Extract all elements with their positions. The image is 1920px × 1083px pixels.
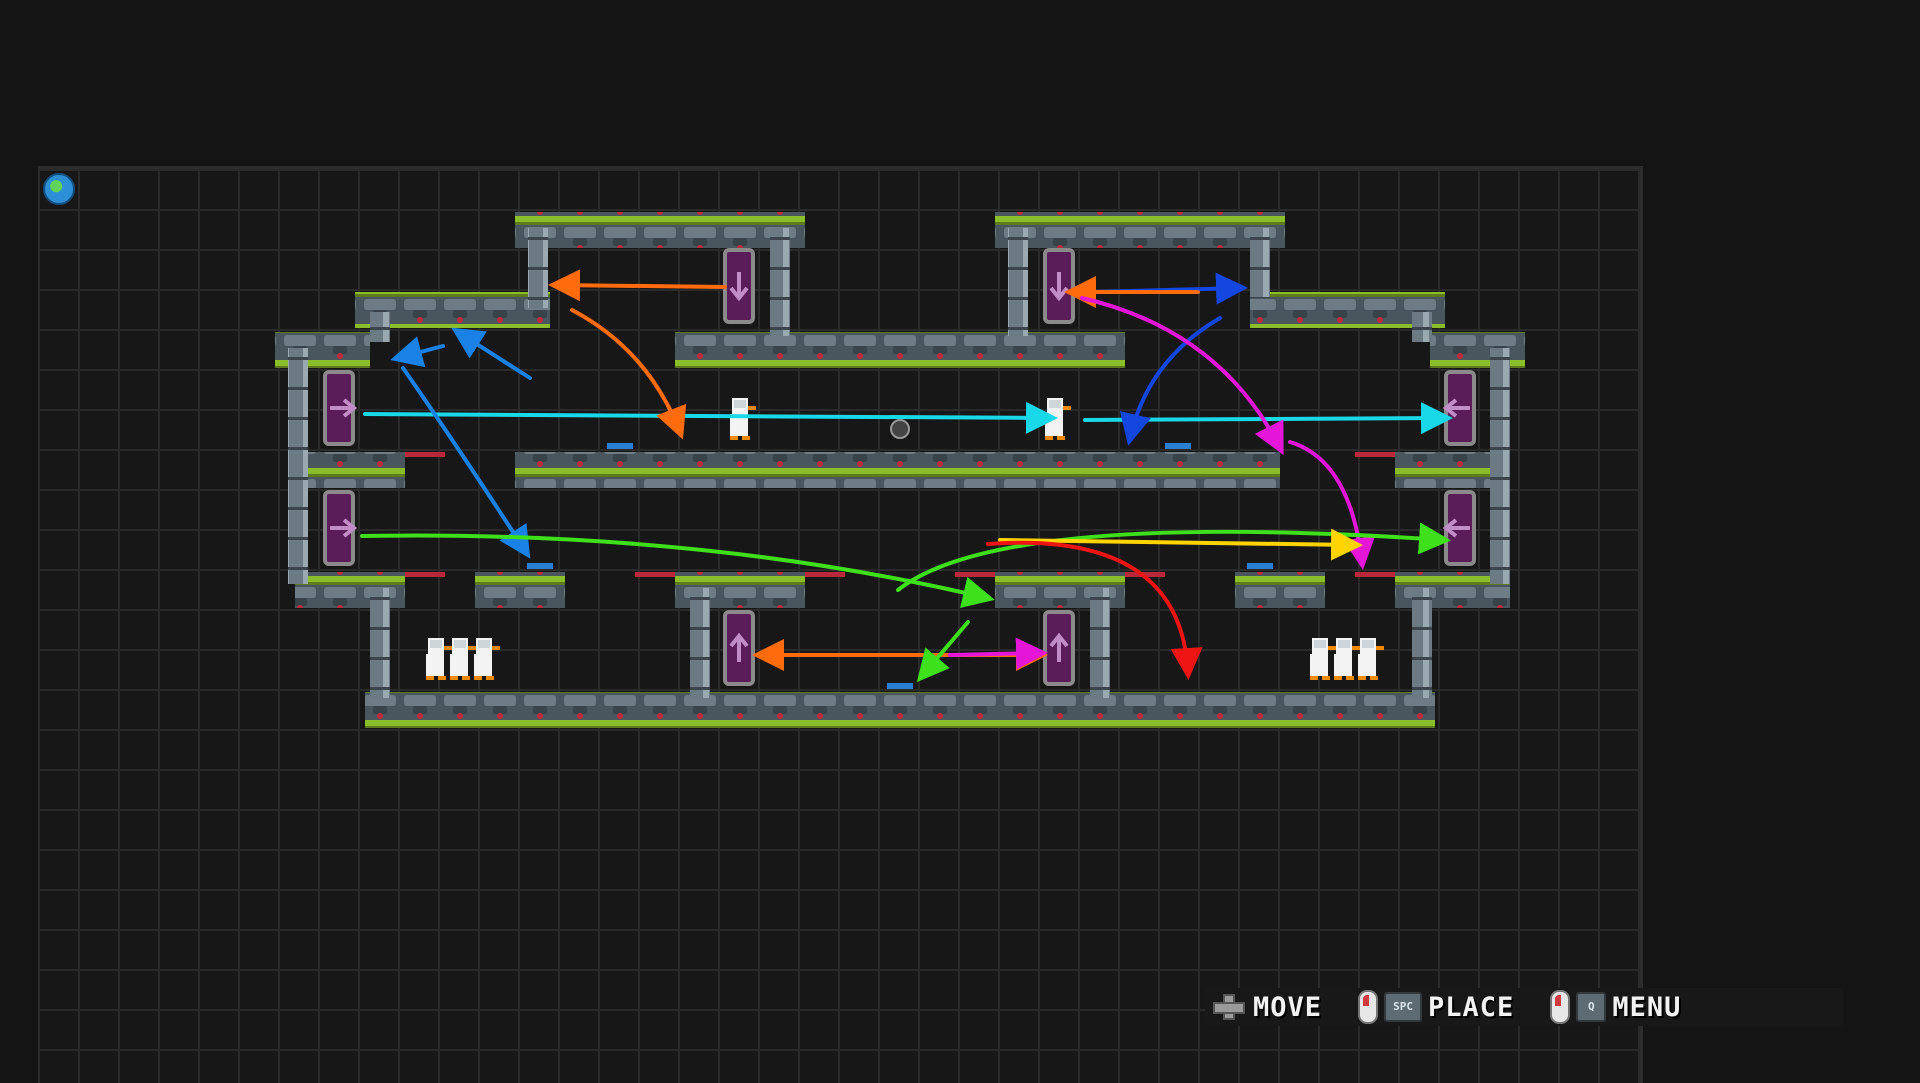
- duck[interactable]: [730, 398, 756, 440]
- pillar: [1412, 312, 1432, 342]
- arrow-green-long: [360, 533, 995, 609]
- annotation-arrows: [360, 269, 1453, 683]
- mouse-right-icon: [1550, 990, 1571, 1024]
- menu-label: MENU: [1612, 991, 1682, 1023]
- place-hint: SPC PLACE: [1358, 990, 1514, 1024]
- switch[interactable]: [887, 683, 913, 689]
- platform-middle-left-edge: [295, 452, 405, 488]
- move-label: MOVE: [1253, 991, 1323, 1023]
- pillar: [370, 312, 390, 342]
- arrow-darkblue-curve: [1119, 316, 1222, 446]
- ledge: [1355, 452, 1395, 457]
- arrow-blue-short: [390, 336, 445, 368]
- platform-top-left: [515, 212, 805, 248]
- switch[interactable]: [1165, 443, 1191, 449]
- spawner-bottom-left[interactable]: [723, 610, 755, 686]
- duck[interactable]: [1334, 638, 1360, 680]
- platform-lower-left-small: [475, 572, 565, 608]
- ledge: [1355, 572, 1395, 577]
- arrow-green-short: [916, 620, 970, 683]
- platform-middle-long: [515, 452, 1280, 488]
- switch[interactable]: [527, 563, 553, 569]
- spawner-left-upper[interactable]: [323, 370, 358, 446]
- arrow-green-upper: [896, 522, 1451, 592]
- platform-top-right: [995, 212, 1285, 248]
- place-label: PLACE: [1428, 991, 1515, 1023]
- arrow-cyan-left: [363, 401, 1058, 434]
- arrow-blue-diag: [451, 327, 532, 380]
- pillar: [1090, 588, 1110, 698]
- globe-icon[interactable]: [43, 173, 75, 205]
- spawner-left-lower[interactable]: [323, 490, 358, 566]
- ledge: [405, 572, 445, 577]
- switches: [527, 419, 1273, 689]
- spawner-right-lower[interactable]: [1442, 490, 1476, 566]
- spacebar-key-icon: SPC: [1384, 992, 1423, 1022]
- mouse-left-icon: [1358, 990, 1379, 1024]
- platform-upper-mid: [675, 332, 1125, 368]
- ledge: [805, 572, 845, 577]
- pillar: [1008, 228, 1028, 336]
- item-spawner-icon[interactable]: [890, 419, 910, 439]
- pillar: [1490, 348, 1510, 584]
- move-hint: MOVE: [1211, 992, 1322, 1023]
- ledge: [955, 572, 995, 577]
- duck[interactable]: [426, 638, 452, 680]
- pillar: [370, 588, 390, 698]
- arrow-yellow: [998, 528, 1363, 561]
- platform-lower-right-small: [1235, 572, 1325, 608]
- duck[interactable]: [474, 638, 500, 680]
- pillar: [770, 228, 790, 336]
- arrow-orange-left: [548, 269, 727, 302]
- duck[interactable]: [450, 638, 476, 680]
- q-key-icon: Q: [1576, 992, 1607, 1022]
- spawners: [323, 248, 1476, 686]
- arrow-magenta-bottom: [948, 637, 1048, 670]
- ledge: [405, 452, 445, 457]
- arrow-red-curve: [986, 540, 1203, 680]
- spawner-top-right[interactable]: [1043, 248, 1075, 324]
- platform-bottom-long: [365, 692, 1435, 728]
- ledge: [635, 572, 675, 577]
- switch[interactable]: [1247, 563, 1273, 569]
- pillars: [288, 228, 1510, 698]
- pillar: [288, 348, 308, 584]
- switch[interactable]: [607, 443, 633, 449]
- arrow-blue-long: [401, 366, 531, 559]
- pillar: [528, 228, 548, 308]
- spawner-bottom-right[interactable]: [1043, 610, 1075, 686]
- pillar: [1250, 228, 1270, 298]
- platforms: [275, 212, 1525, 728]
- spawner-top-left[interactable]: [723, 248, 755, 324]
- pillar: [1412, 588, 1432, 698]
- arrow-orange-curve: [570, 308, 687, 440]
- dpad-icon: [1211, 992, 1247, 1022]
- duck[interactable]: [1310, 638, 1336, 680]
- spawner-right-upper[interactable]: [1442, 370, 1476, 446]
- duck[interactable]: [1358, 638, 1384, 680]
- menu-hint: Q MENU: [1550, 990, 1681, 1024]
- arrow-magenta-curve: [1080, 296, 1284, 456]
- platform-upper-right-edge: [1430, 332, 1525, 368]
- control-hints-bar: MOVE SPC PLACE Q MENU: [1205, 988, 1843, 1026]
- pillar: [690, 588, 710, 698]
